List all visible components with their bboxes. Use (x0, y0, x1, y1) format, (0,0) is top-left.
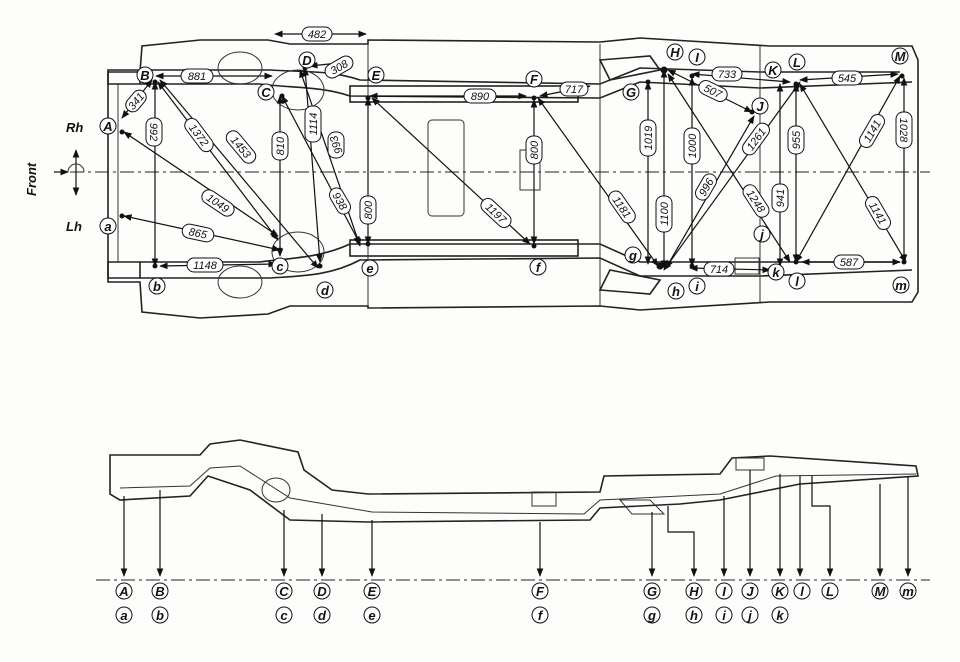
side-label-H: H (689, 584, 699, 599)
label-a: a (104, 219, 111, 234)
label-j: j (758, 227, 764, 242)
dim-1100: 1100 (659, 201, 671, 226)
orientation-front: Front (24, 162, 39, 196)
dim-890: 890 (471, 91, 490, 103)
label-d: d (321, 283, 330, 298)
label-f: f (536, 260, 542, 275)
dim-587: 587 (840, 257, 859, 269)
side-label-b: b (156, 608, 164, 623)
side-label-B: B (155, 584, 164, 599)
label-m: m (895, 278, 907, 293)
side-label-I: I (722, 584, 726, 599)
dim-1019: 1019 (643, 126, 655, 150)
dim-992: 992 (147, 123, 159, 141)
dim-1114: 1114 (308, 113, 320, 136)
dim-955: 955 (791, 130, 803, 149)
dim-865: 865 (188, 226, 209, 242)
label-L: L (793, 55, 801, 70)
side-label-C: C (279, 584, 289, 599)
label-B: B (140, 68, 149, 83)
side-label-c: c (280, 608, 288, 623)
label-i: i (695, 279, 699, 294)
side-label-f: f (538, 608, 544, 623)
dim-941: 941 (775, 189, 787, 207)
label-l: l (795, 274, 799, 289)
dim-733: 733 (718, 69, 737, 81)
dim-1000: 1000 (687, 133, 699, 158)
label-H: H (670, 45, 680, 60)
side-leader-lines (120, 470, 912, 577)
side-label-A: A (118, 584, 128, 599)
side-label-d: d (318, 608, 327, 623)
label-F: F (530, 72, 539, 87)
label-A: A (102, 119, 112, 134)
side-label-M: M (875, 584, 887, 599)
orientation-indicator: Rh Lh Front (24, 120, 85, 234)
side-label-h: h (690, 608, 698, 623)
label-M: M (895, 49, 907, 64)
orientation-lh: Lh (66, 219, 82, 234)
label-e: e (366, 261, 373, 276)
label-k: k (772, 265, 780, 280)
label-E: E (372, 68, 381, 83)
dim-545: 545 (838, 73, 857, 85)
side-label-g: g (647, 608, 656, 623)
label-I: I (695, 50, 699, 65)
dim-800-mid: 800 (529, 140, 541, 159)
side-label-k: k (776, 608, 784, 623)
dim-482: 482 (308, 29, 326, 41)
dim-714: 714 (710, 264, 728, 276)
point-labels-side: A B C D E F G H I J K l L M m a b c d e … (115, 582, 917, 624)
label-K: K (768, 63, 779, 78)
dim-881: 881 (188, 71, 206, 83)
side-label-L: L (826, 584, 834, 599)
label-J: J (756, 99, 764, 114)
label-h: h (672, 284, 680, 299)
orientation-rh: Rh (66, 120, 83, 135)
side-label-l: l (800, 584, 804, 599)
dim-810: 810 (275, 136, 287, 155)
dim-717: 717 (565, 84, 584, 96)
side-label-K: K (775, 584, 786, 599)
dimension-labels: 482 881 341 992 1372 1453 810 1114 993 3… (125, 26, 913, 277)
side-view-frame (109, 439, 919, 523)
dim-1148: 1148 (193, 260, 218, 272)
label-b: b (153, 279, 161, 294)
label-D: D (302, 53, 312, 68)
side-label-a: a (120, 608, 127, 623)
side-label-e: e (368, 608, 375, 623)
side-label-j: j (746, 608, 752, 623)
label-C: C (261, 85, 271, 100)
dim-800-front: 800 (363, 200, 375, 219)
side-label-F: F (536, 584, 545, 599)
label-c: c (276, 259, 284, 274)
side-label-D: D (317, 584, 327, 599)
dim-1028: 1028 (897, 118, 909, 143)
label-G: G (626, 85, 636, 100)
side-label-m: m (902, 584, 914, 599)
point-labels-top: A B C D E F G H I J K L M a b c d e f g … (99, 43, 910, 300)
side-label-E: E (368, 584, 377, 599)
side-label-G: G (647, 584, 657, 599)
side-label-J: J (746, 584, 754, 599)
side-label-i: i (722, 608, 726, 623)
label-g: g (628, 248, 637, 263)
